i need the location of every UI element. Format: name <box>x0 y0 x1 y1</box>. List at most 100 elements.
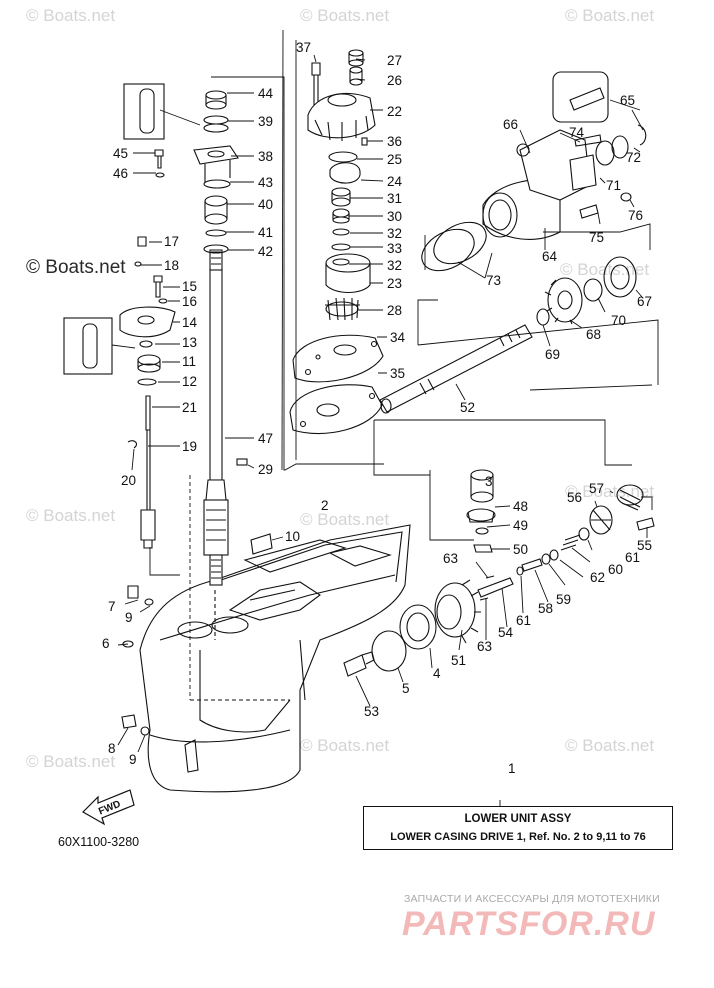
part-number: 6 <box>102 636 110 651</box>
watermark: © Boats.net <box>26 752 116 771</box>
part-number: 13 <box>182 335 197 350</box>
drive-shaft-drawing <box>203 249 229 586</box>
caption-subtitle: LOWER CASING DRIVE 1, Ref. No. 2 to 9,11… <box>390 831 646 843</box>
part-number: 74 <box>569 125 585 140</box>
shift-rod-parts <box>63 236 176 549</box>
part-number: 35 <box>390 366 405 381</box>
part-number: 4 <box>433 666 441 681</box>
housing-fasteners <box>121 533 273 736</box>
part-number: 65 <box>620 93 635 108</box>
watermark-dark: © Boats.net <box>26 257 126 278</box>
part-number: 73 <box>486 273 501 288</box>
part-number: 9 <box>125 610 133 625</box>
part-number: 55 <box>637 538 652 553</box>
part-number: 28 <box>387 303 402 318</box>
part-number: 44 <box>258 86 274 101</box>
part-number: 7 <box>108 599 116 614</box>
part-number: 8 <box>108 741 116 756</box>
drive-shaft-upper-parts <box>123 83 239 254</box>
propeller-shaft-parts <box>379 71 647 414</box>
watermark: © Boats.net <box>565 736 655 755</box>
fwd-arrow-icon <box>82 789 135 826</box>
part-number: 2 <box>321 498 329 513</box>
part-number: 45 <box>113 146 128 161</box>
part-number: 17 <box>164 234 179 249</box>
part-number: 57 <box>589 481 604 496</box>
leader-lines <box>117 54 648 806</box>
part-number: 31 <box>387 191 402 206</box>
watermark: © Boats.net <box>26 506 116 525</box>
part-number: 75 <box>589 230 604 245</box>
part-number: 34 <box>390 330 406 345</box>
part-number: 64 <box>542 249 558 264</box>
part-number: 3 <box>485 474 493 489</box>
part-number: 47 <box>258 431 273 446</box>
part-number: 60 <box>608 562 623 577</box>
part-number: 72 <box>626 150 641 165</box>
part-number: 54 <box>498 625 514 640</box>
shop-logo: PARTSFOR.RU <box>402 905 656 943</box>
part-number: 63 <box>477 639 492 654</box>
part-number: 69 <box>545 347 560 362</box>
part-number: 38 <box>258 149 273 164</box>
part-number: 70 <box>611 313 626 328</box>
assembly-outline-lines <box>111 29 659 701</box>
part-number: 22 <box>387 104 402 119</box>
part-number: 9 <box>129 752 137 767</box>
part-number: 43 <box>258 175 273 190</box>
part-number: 25 <box>387 152 402 167</box>
part-number: 61 <box>625 550 640 565</box>
part-number: 18 <box>164 258 179 273</box>
part-number: 11 <box>182 354 196 369</box>
watermark: © Boats.net <box>26 6 116 25</box>
part-number: 48 <box>513 499 528 514</box>
part-number: 61 <box>516 613 531 628</box>
part-number: 46 <box>113 166 128 181</box>
part-number: 16 <box>182 294 197 309</box>
part-number: 23 <box>387 276 402 291</box>
part-number: 29 <box>258 462 273 477</box>
part-number: 58 <box>538 601 553 616</box>
part-number: 30 <box>387 209 402 224</box>
part-number: 76 <box>628 208 643 223</box>
part-number: 24 <box>387 174 403 189</box>
part-number: 53 <box>364 704 379 719</box>
part-number: 19 <box>182 439 197 454</box>
watermark: © Boats.net <box>300 510 390 529</box>
lower-casing-drawing <box>139 524 411 793</box>
shop-tagline: ЗАПЧАСТИ И АКСЕССУАРЫ ДЛЯ МОТОТЕХНИКИ <box>404 893 660 905</box>
gear-shift-parts <box>343 469 655 677</box>
part-number: 37 <box>296 40 311 55</box>
part-number: 40 <box>258 197 273 212</box>
part-number: 63 <box>443 551 458 566</box>
part-labels: 1 2 3 4 5 6 7 8 9 9 10 11 12 13 14 15 16… <box>102 40 652 776</box>
part-number: 67 <box>637 294 652 309</box>
part-number: 1 <box>508 761 516 776</box>
part-number: 68 <box>586 327 601 342</box>
part-number: 52 <box>460 400 475 415</box>
part-number: 50 <box>513 542 528 557</box>
watermark: © Boats.net <box>300 6 390 25</box>
part-number: 41 <box>258 225 273 240</box>
diagram-code: 60X1100-3280 <box>58 835 140 849</box>
part-number: 20 <box>121 473 136 488</box>
part-number: 49 <box>513 518 528 533</box>
part-number: 10 <box>285 529 300 544</box>
part-number: 42 <box>258 244 273 259</box>
part-number: 14 <box>182 315 198 330</box>
part-number: 21 <box>182 400 197 415</box>
part-number: 26 <box>387 73 402 88</box>
caption-box: LOWER UNIT ASSY LOWER CASING DRIVE 1, Re… <box>363 806 673 850</box>
part-number: 12 <box>182 374 197 389</box>
part-number: 59 <box>556 592 571 607</box>
watermark: © Boats.net <box>565 6 655 25</box>
part-number: 5 <box>402 681 410 696</box>
caption-title: LOWER UNIT ASSY <box>464 813 572 825</box>
part-number: 39 <box>258 114 273 129</box>
part-number: 32 <box>387 226 402 241</box>
part-number: 66 <box>503 117 518 132</box>
water-pump-parts <box>236 49 384 466</box>
part-number: 33 <box>387 241 402 256</box>
